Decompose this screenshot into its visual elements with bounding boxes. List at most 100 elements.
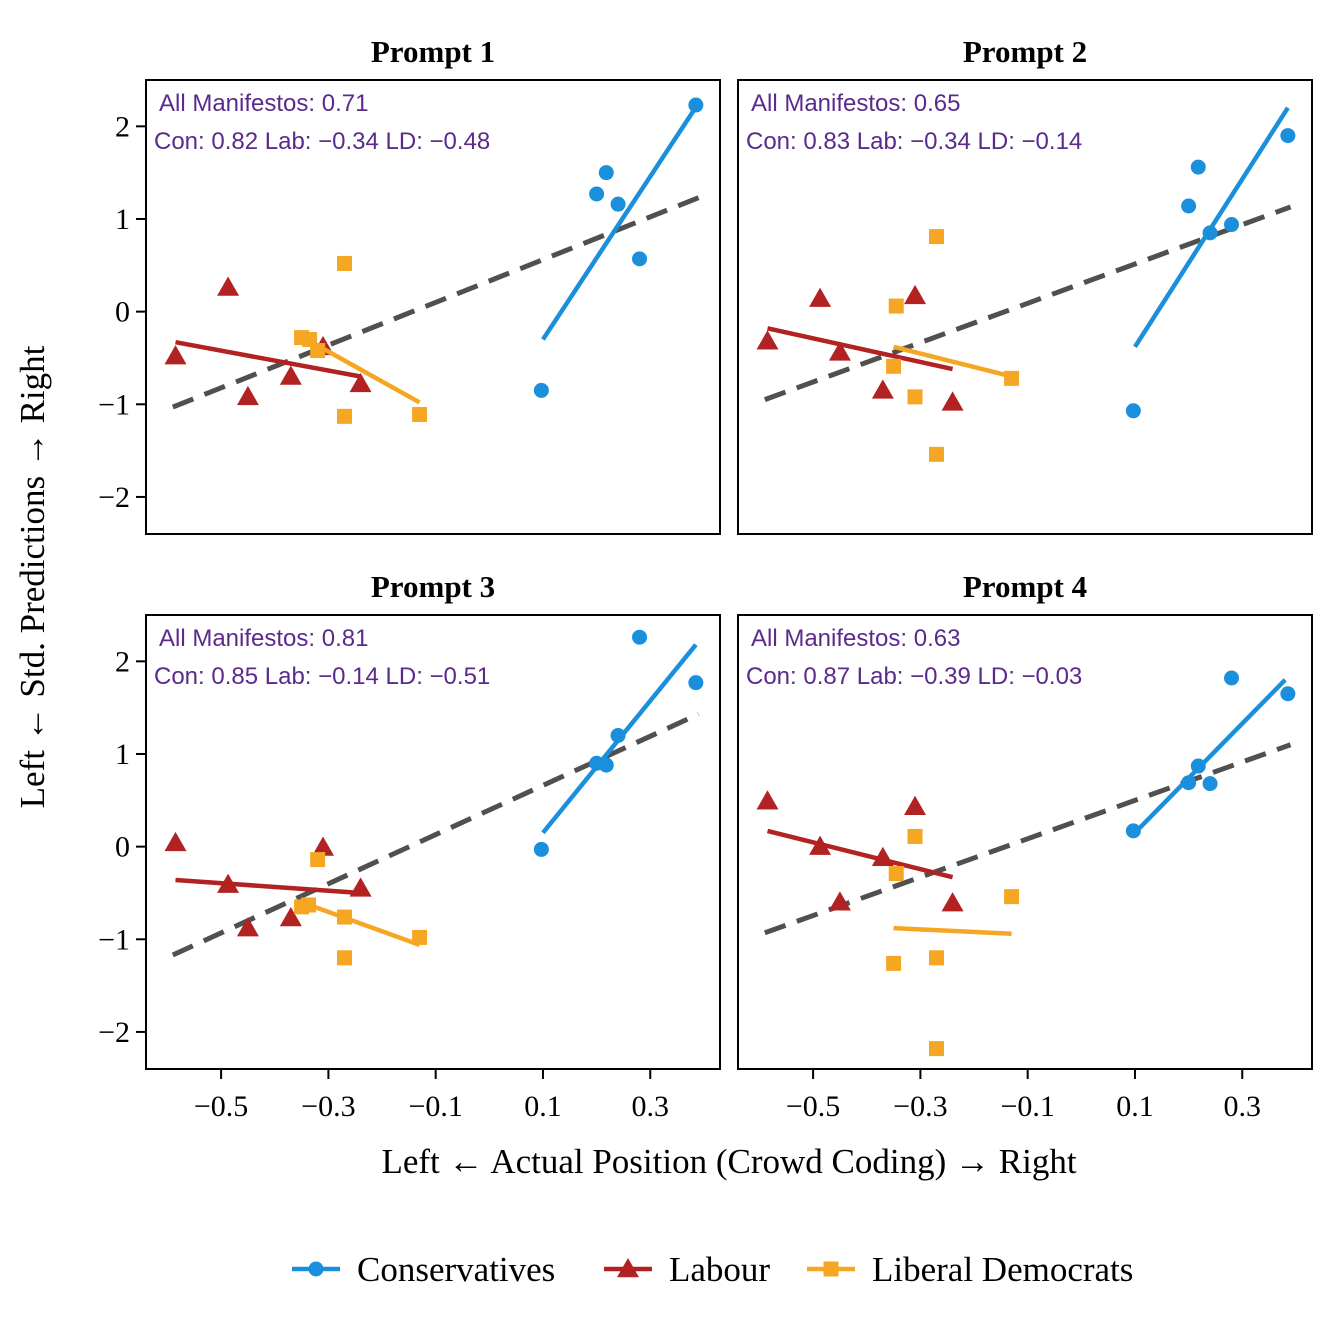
liberal-democrats-point [907, 828, 923, 844]
conservatives-point [610, 196, 626, 212]
plot-frame [145, 79, 721, 535]
x-tick-label: −0.1 [408, 1090, 462, 1123]
y-tick-label: −1 [98, 388, 130, 421]
labour-point [871, 379, 894, 399]
x-tick-label: −0.3 [893, 1090, 947, 1123]
annotation-party-correlations: Con: 0.83 Lab: −0.34 LD: −0.14 [746, 128, 1082, 155]
conservatives-point [1125, 403, 1141, 419]
liberal-democrats-point [907, 389, 923, 405]
conservatives-point [688, 675, 704, 691]
labour-point [236, 385, 259, 406]
series-liberal-democrats [886, 229, 1020, 462]
conservatives-fit-line [1133, 678, 1287, 835]
legend-label: Liberal Democrats [872, 1250, 1133, 1289]
x-tick-label: 0.3 [632, 1090, 670, 1123]
panel-title: Prompt 1 [371, 34, 495, 69]
series-labour [164, 831, 372, 937]
labour-fit-line [175, 339, 361, 379]
labour-point [349, 372, 372, 393]
labour-point [312, 836, 335, 856]
liberal-democrats-point [310, 343, 326, 359]
liberal-democrats-point [310, 852, 326, 868]
conservatives-point [598, 757, 614, 773]
panel-title: Prompt 2 [963, 34, 1087, 69]
conservatives-point [1202, 776, 1218, 792]
liberal-democrats-point [1004, 370, 1020, 386]
x-tick-label: −0.5 [786, 1090, 840, 1123]
conservatives-point [1224, 217, 1240, 233]
labour-point [809, 835, 832, 855]
panel-title: Prompt 4 [963, 569, 1087, 604]
labour-point [279, 906, 302, 927]
liberal-democrats-point [888, 866, 904, 882]
labour-point [941, 892, 964, 912]
y-tick-label: 2 [115, 110, 130, 143]
liberal-democrats-point [412, 406, 428, 422]
conservatives-point [1280, 686, 1296, 702]
liberal-democrats-point [928, 1041, 944, 1057]
series-labour [756, 790, 964, 912]
conservatives-point [1181, 775, 1197, 791]
x-tick-label: −0.1 [1000, 1090, 1054, 1123]
y-tick-label: 0 [115, 296, 130, 329]
annotation-party-correlations: Con: 0.82 Lab: −0.34 LD: −0.48 [154, 128, 490, 155]
annotation-all-manifestos: All Manifestos: 0.81 [159, 625, 368, 652]
legend-item-labour: Labour [604, 1250, 770, 1289]
labour-point [904, 284, 927, 305]
labour-point [236, 917, 259, 937]
liberal-democrats-point [336, 909, 352, 925]
labour-fit-line [175, 877, 361, 896]
y-tick-label: −1 [98, 923, 130, 956]
liberal-democrats-point [928, 229, 944, 245]
plot-frame [737, 79, 1313, 535]
liberal-democrats-fit-line [300, 900, 421, 947]
labour-fit-line [766, 828, 954, 880]
conservatives-point [533, 841, 549, 857]
labour-point [941, 391, 964, 411]
liberal-democrats-point [336, 408, 352, 424]
liberal-democrats-point [301, 897, 317, 913]
labour-point [217, 276, 240, 296]
series-labour [756, 284, 964, 411]
labour-point [756, 790, 779, 810]
labour-point [809, 287, 832, 307]
y-tick-label: 1 [115, 203, 130, 236]
liberal-democrats-point [1004, 889, 1020, 905]
legend-item-conservatives: Conservatives [292, 1250, 555, 1289]
conservatives-point [1280, 128, 1296, 144]
series-conservatives [1125, 670, 1296, 839]
series-conservatives [533, 97, 704, 398]
series-liberal-democrats [294, 255, 428, 424]
series-liberal-democrats [294, 852, 428, 966]
annotation-all-manifestos: All Manifestos: 0.71 [159, 90, 368, 117]
legend-marker [823, 1261, 839, 1277]
x-tick-label: 0.1 [1116, 1090, 1154, 1123]
x-axis-label: Left ← Actual Position (Crowd Coding) → … [381, 1142, 1076, 1181]
labour-point [217, 873, 240, 893]
x-tick-label: −0.5 [194, 1090, 248, 1123]
labour-point [828, 341, 851, 361]
annotation-party-correlations: Con: 0.87 Lab: −0.39 LD: −0.03 [746, 663, 1082, 690]
x-tick-label: −0.3 [301, 1090, 355, 1123]
labour-point [164, 831, 187, 852]
legend-label: Conservatives [357, 1250, 555, 1289]
labour-point [279, 365, 302, 385]
liberal-democrats-point [886, 955, 902, 971]
legend-item-liberal-democrats: Liberal Democrats [807, 1250, 1133, 1289]
plot-frame [145, 614, 721, 1070]
panel-title: Prompt 3 [371, 569, 495, 604]
legend: Conservatives Labour Liberal Democrats [292, 1250, 1133, 1289]
x-tick-label: 0.3 [1224, 1090, 1262, 1123]
conservatives-point [598, 165, 614, 181]
series-labour [164, 276, 372, 406]
labour-point [904, 795, 927, 816]
labour-point [828, 891, 851, 911]
conservatives-point [533, 382, 549, 398]
series-liberal-democrats [886, 828, 1020, 1057]
liberal-democrats-fit-line [893, 925, 1012, 936]
